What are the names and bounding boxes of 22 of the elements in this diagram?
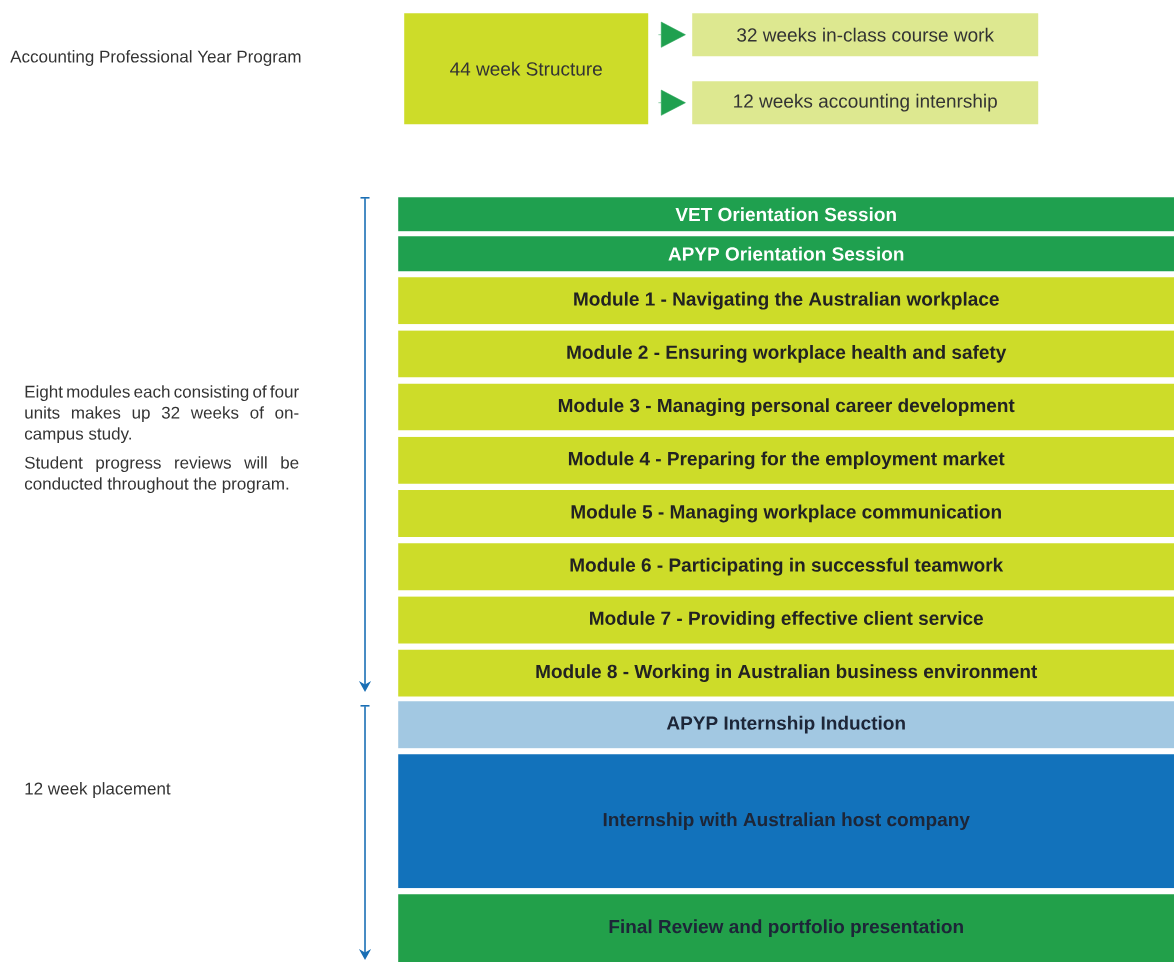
module-bar: Internship with Australian host company (398, 754, 1174, 889)
module-bar: Module 1 - Navigating the Australian workplace (398, 277, 1174, 325)
description-text: Eight modules each consisting of four units makes up 32 weeks of on-campus study. (24, 385, 299, 444)
module-bar: APYP Orientation Session (398, 236, 1174, 272)
structure-box: 32 weeks in-class course work (692, 13, 1039, 57)
module-bar: Module 5 - Managing workplace communication (398, 490, 1174, 537)
module-bar: Module 8 - Working in Australian business environment (398, 649, 1174, 697)
arrow (658, 89, 686, 116)
module-bar: Module 6 - Participating in successful teamwork (398, 543, 1174, 591)
module-bar: VET Orientation Session (398, 197, 1174, 232)
module-bar: APYP Internship Induction (398, 701, 1174, 749)
module-bar: Module 2 - Ensuring workplace health and safety (398, 330, 1174, 378)
module-bar: Module 7 - Providing effective client service (398, 596, 1174, 644)
description-text: Student progress reviews will be conducted throughout the program. (24, 456, 299, 494)
arrow (658, 21, 686, 48)
module-bar: Module 3 - Managing personal career development (398, 383, 1174, 431)
module-bar: Final Review and portfolio presentation (398, 894, 1174, 962)
structure-box: 44 week Structure (404, 13, 649, 125)
program-title: Accounting Professional Year Program (10, 50, 301, 66)
structure-box: 12 weeks accounting intenrship (692, 81, 1039, 125)
module-bar: Module 4 - Preparing for the employment market (398, 436, 1174, 484)
description-text: 12 week placement (25, 782, 171, 798)
